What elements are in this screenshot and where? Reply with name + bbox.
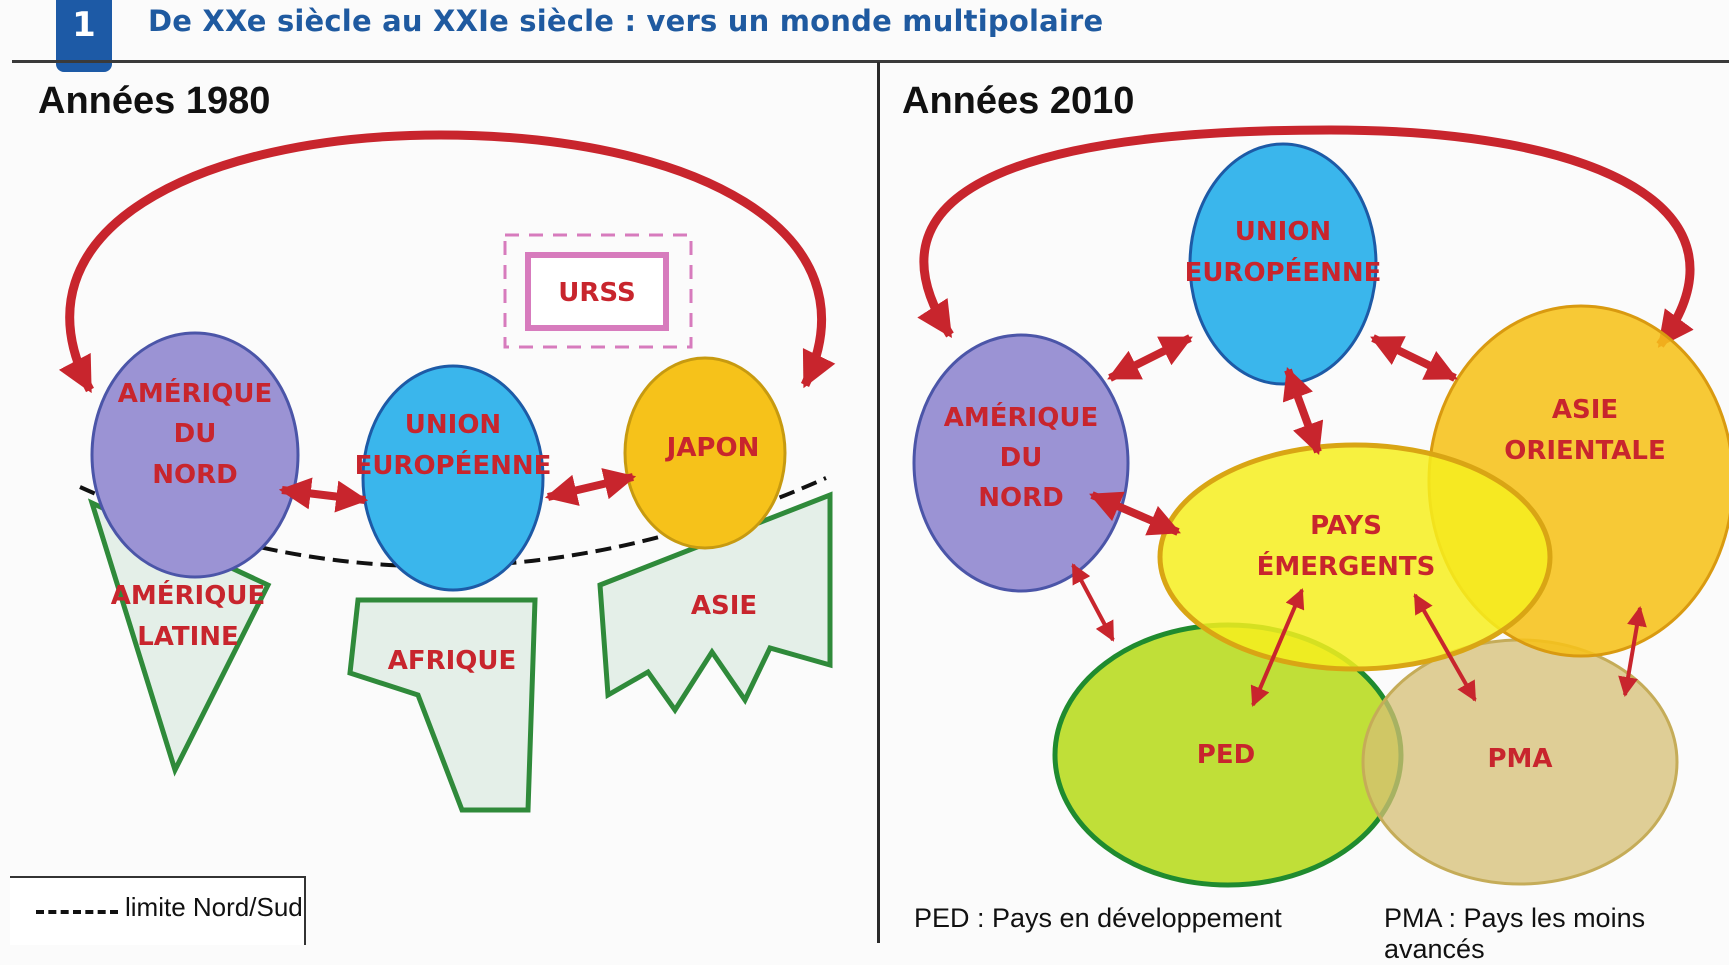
urss-box (525, 252, 669, 331)
label-amerique-nord-1980-2: DU (174, 419, 217, 449)
label-amerique-nord-2010-3: NORD (978, 483, 1063, 513)
urss-dashed-outline (503, 233, 693, 349)
legend: limite Nord/Sud (10, 876, 306, 945)
arrow-an-ue-1980 (278, 477, 369, 513)
world-diagram: AMÉRIQUE DU NORD UNION EUROPÉENNE JAPON … (58, 125, 1729, 888)
panel-divider (877, 62, 880, 943)
label-amerique-nord-2010-1: AMÉRIQUE (944, 401, 1098, 433)
legend-label: limite Nord/Sud (125, 892, 303, 922)
arrow-ue-japon-1980 (544, 468, 637, 506)
arrow-an-ped-2010 (1071, 563, 1115, 642)
arrow-an-ue-2010 (1107, 334, 1193, 382)
label-amerique-latine-1: AMÉRIQUE (111, 579, 265, 611)
label-amerique-latine-2: LATINE (137, 622, 239, 652)
triad-arc-2010 (917, 125, 1695, 348)
label-pma: PMA (1487, 744, 1552, 774)
amerique-nord-2010-ellipse (912, 333, 1130, 593)
label-ue-2010-2: EUROPÉENNE (1185, 256, 1382, 288)
arrow-emergents-ped-2010 (1250, 588, 1305, 707)
arrow-ue-asie-2010 (1370, 334, 1458, 382)
label-ped: PED (1197, 740, 1255, 770)
label-ue-2010-1: UNION (1235, 217, 1331, 247)
label-amerique-nord-1980-1: AMÉRIQUE (118, 377, 272, 409)
asie-shape (597, 491, 833, 715)
label-ue-1980-1: UNION (405, 410, 501, 440)
label-pays-emergents-2: ÉMERGENTS (1257, 550, 1436, 582)
left-panel-diagram: AMÉRIQUE DU NORD UNION EUROPÉENNE JAPON … (58, 130, 836, 813)
arrow-asie-pma-2010 (1618, 606, 1647, 697)
label-asie: ASIE (691, 591, 757, 621)
label-asie-orientale-2: ORIENTALE (1504, 436, 1665, 466)
label-japon: JAPON (665, 433, 760, 463)
label-pays-emergents-1: PAYS (1310, 511, 1382, 541)
panel-title-2010: Années 2010 (902, 80, 1135, 122)
triad-arc-1980 (58, 130, 836, 394)
label-ue-1980-2: EUROPÉENNE (355, 449, 552, 481)
right-panel-diagram: UNION EUROPÉENNE AMÉRIQUE DU NORD ASIE O… (912, 125, 1729, 888)
label-amerique-nord-2010-2: DU (1000, 443, 1043, 473)
label-asie-orientale-1: ASIE (1552, 395, 1618, 425)
document-title: De XXe siècle au XXIe siècle : vers un m… (148, 4, 1104, 38)
amerique-nord-1980-ellipse (90, 331, 300, 579)
arrow-an-emergents-2010 (1089, 491, 1181, 536)
panel-title-1980: Années 1980 (38, 80, 271, 122)
label-urss: URSS (558, 278, 635, 308)
label-afrique: AFRIQUE (388, 646, 517, 676)
arrow-emergents-pma-2010 (1413, 593, 1477, 702)
japon-ellipse (623, 356, 787, 550)
footnote-pma: PMA : Pays les moins avancés (1384, 903, 1646, 964)
label-amerique-nord-1980-3: NORD (152, 460, 237, 490)
arrow-ue-emergents-2010 (1282, 366, 1324, 456)
legend-dashed-line-icon (36, 910, 118, 914)
afrique-shape (347, 597, 538, 813)
header-rule (12, 60, 1729, 63)
footnote-ped: PED : Pays en développement (914, 903, 1282, 933)
